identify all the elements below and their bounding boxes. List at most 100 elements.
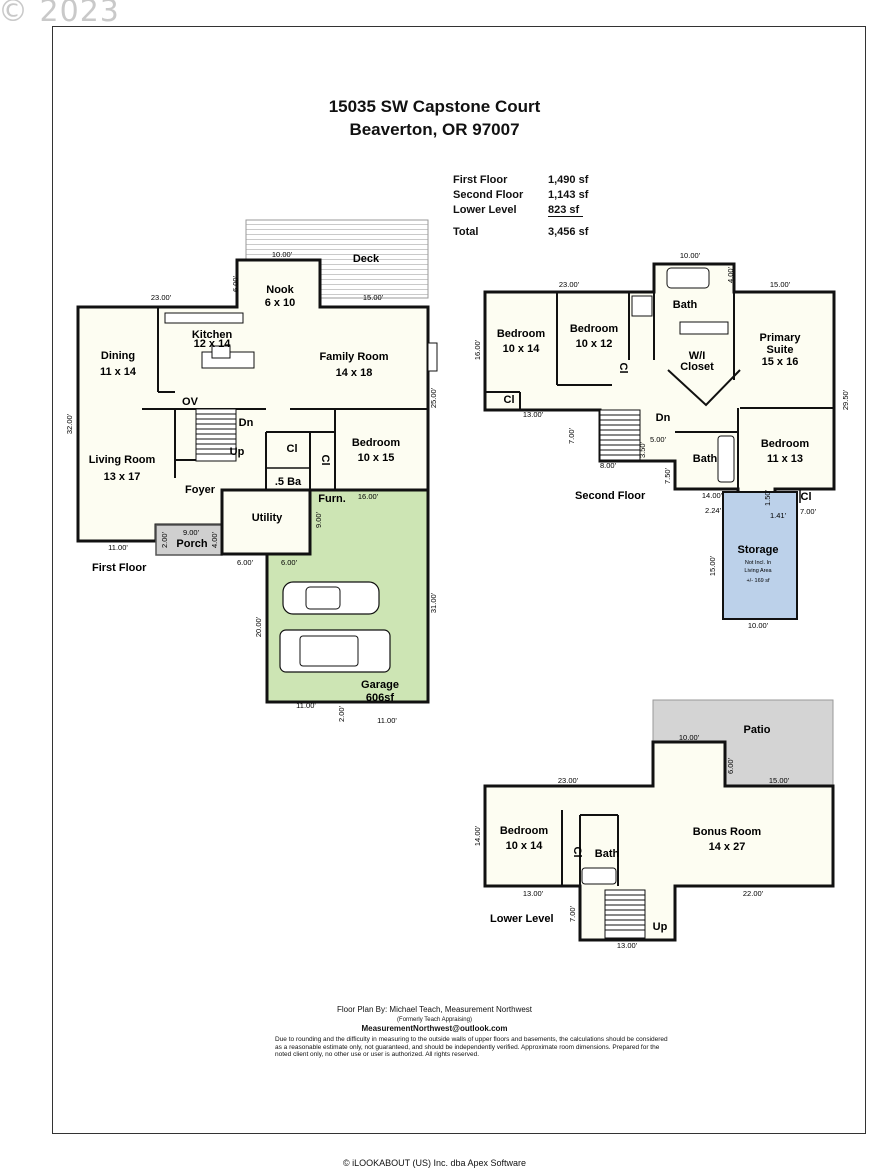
room-bonus: Bonus Room — [693, 826, 762, 838]
first-floor-label: First Floor — [92, 562, 147, 574]
label-up-first: Up — [230, 446, 245, 458]
deck-label: Deck — [353, 253, 380, 265]
room-half-bath: .5 Ba — [275, 476, 302, 488]
storage-area — [722, 491, 798, 620]
room-nook: Nook — [266, 284, 294, 296]
first-floor-plan: Nook 6 x 10 Deck Kitchen 12 x 14 Dining … — [65, 219, 438, 725]
dim: 4.00' — [726, 266, 735, 283]
car-sedan — [282, 581, 380, 615]
closet-second-2: Cl — [617, 363, 629, 374]
second-floor-plan: Bedroom 10 x 14 Bedroom 10 x 12 Bath Pri… — [473, 251, 850, 630]
closet-second-3: Cl — [801, 491, 812, 503]
dim: 2.00' — [337, 705, 346, 722]
dim: 7.00' — [568, 905, 577, 922]
dim: 1.50' — [763, 489, 772, 506]
credit-email: MeasurementNorthwest@outlook.com — [361, 1024, 508, 1033]
dim: 11.00' — [108, 543, 128, 552]
room-primary-2: Suite — [767, 344, 794, 356]
dim: 6.00' — [726, 757, 735, 774]
dim: 7.50' — [663, 467, 672, 484]
dim: 3.50' — [638, 441, 647, 458]
area-value-first: 1,490 sf — [548, 174, 589, 186]
second-floor-outline — [483, 262, 836, 505]
vanity-primary — [679, 321, 729, 335]
dim: 10.00' — [679, 733, 700, 742]
dim: 16.00' — [473, 339, 482, 360]
dim: 13.00' — [523, 889, 544, 898]
dim: 11.00' — [296, 701, 316, 710]
credit-line-2: (Formerly Teach Appraising) — [397, 1017, 472, 1023]
dim: 15.00' — [363, 293, 384, 302]
dim: 10.00' — [748, 621, 769, 630]
stairs-first-floor — [195, 408, 237, 462]
room-primary: Primary — [760, 332, 802, 344]
room-utility: Utility — [252, 512, 283, 524]
area-label-second: Second Floor — [453, 189, 524, 201]
room-bedroom-2a-size: 10 x 14 — [503, 343, 541, 355]
second-floor-label: Second Floor — [575, 490, 646, 502]
dim: 13.00' — [617, 941, 638, 950]
cooktop — [211, 345, 231, 359]
room-bath-hall: Bath — [693, 453, 718, 465]
room-living-size: 13 x 17 — [104, 471, 141, 483]
dim: 1.41' — [770, 511, 787, 520]
area-label-lower: Lower Level — [453, 204, 517, 216]
room-wi: W/I — [689, 350, 706, 362]
room-bedroom-2b: Bedroom — [570, 323, 619, 335]
dim: 13.00' — [523, 410, 544, 419]
room-bedroom-2a: Bedroom — [497, 328, 546, 340]
room-bedroom-2c: Bedroom — [761, 438, 810, 450]
dim: 29.50' — [841, 389, 850, 410]
dim: 15.00' — [770, 280, 791, 289]
dim: 32.00' — [65, 413, 74, 434]
copyright-watermark: © 2023 — [0, 0, 120, 29]
footer-copyright: © iLOOKABOUT (US) Inc. dba Apex Software — [342, 1158, 527, 1168]
room-garage: Garage — [361, 679, 399, 691]
room-primary-size: 15 x 16 — [762, 356, 799, 368]
bathtub-primary — [666, 267, 710, 289]
bathtub-lower — [581, 867, 617, 885]
dim: 14.00' — [473, 825, 482, 846]
room-bedroom-lower-size: 10 x 14 — [506, 840, 544, 852]
area-total-label: Total — [453, 226, 479, 238]
room-storage: Storage — [738, 544, 779, 556]
closet-lower: Cl — [571, 847, 583, 858]
bathtub-hall — [717, 435, 735, 483]
room-garage-size: 606sf — [366, 692, 394, 704]
dim: 9.00' — [314, 511, 323, 528]
room-family-size: 14 x 18 — [336, 367, 373, 379]
wall — [667, 369, 741, 407]
dim: 5.00' — [650, 435, 667, 444]
room-bedroom-first-size: 10 x 15 — [358, 452, 395, 464]
room-dining-size: 11 x 14 — [100, 366, 137, 378]
room-foyer: Foyer — [185, 484, 216, 496]
room-bath-primary: Bath — [673, 299, 698, 311]
room-living: Living Room — [89, 454, 156, 466]
address-line-1: 15035 SW Capstone Court — [328, 97, 541, 116]
area-label-first: First Floor — [453, 174, 508, 186]
dim: 15.00' — [708, 555, 717, 576]
car-suv — [279, 629, 391, 673]
dim: 20.00' — [254, 616, 263, 637]
shower-primary — [631, 295, 653, 317]
dim: 25.00' — [429, 387, 438, 408]
room-nook-size: 6 x 10 — [265, 297, 296, 309]
room-bedroom-2b-size: 10 x 12 — [576, 338, 613, 350]
storage-note-2: Living Area — [744, 568, 772, 574]
dim: 11.00' — [377, 716, 397, 725]
dim: 22.00' — [743, 889, 764, 898]
stairs-second-floor — [599, 409, 641, 461]
dim: 6.00' — [237, 558, 254, 567]
kitchen-counter — [164, 312, 244, 324]
dim: 6.00' — [281, 558, 298, 567]
closet-second-1: Cl — [504, 394, 515, 406]
dim: 8.00' — [600, 461, 617, 470]
dim: 14.00' — [702, 491, 723, 500]
dim: 16.00' — [358, 492, 379, 501]
room-bedroom-lower: Bedroom — [500, 825, 549, 837]
label-up-lower: Up — [653, 921, 668, 933]
dim: 15.00' — [769, 776, 790, 785]
room-family: Family Room — [319, 351, 388, 363]
room-kitchen: Kitchen — [192, 329, 233, 341]
